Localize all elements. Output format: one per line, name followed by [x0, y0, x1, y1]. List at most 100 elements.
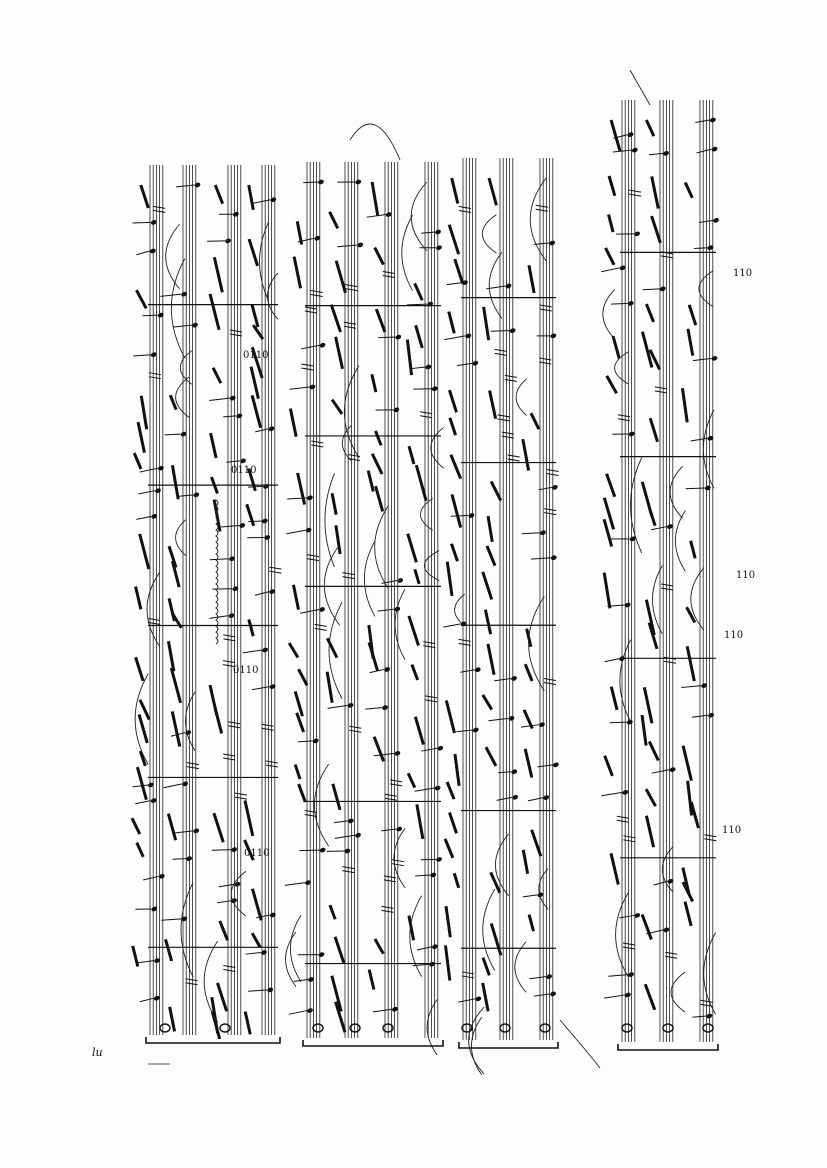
note-head [355, 179, 362, 185]
note-head [622, 789, 629, 795]
accidental-mark [229, 333, 243, 337]
accidental-mark [227, 721, 241, 725]
annotation-mark: 110 [736, 570, 756, 581]
note-stem [248, 520, 262, 523]
note-head [181, 916, 188, 922]
accidental-mark [269, 566, 282, 570]
note-beam [686, 328, 695, 356]
slur [675, 510, 686, 572]
note-beam [602, 572, 612, 609]
accidental-mark [229, 329, 243, 333]
note-head [628, 431, 635, 437]
slur [419, 498, 434, 531]
note-stem [494, 677, 512, 682]
note-beam [644, 815, 656, 848]
note-beam [243, 1011, 252, 1035]
note-stem [497, 771, 512, 774]
note-head [182, 781, 188, 787]
note-beam [251, 324, 265, 340]
slur [179, 350, 193, 385]
accidental-mark [623, 835, 636, 839]
slur [285, 931, 297, 987]
accidental-mark [425, 695, 438, 699]
note-stem [139, 997, 154, 1003]
accidental-mark [343, 321, 356, 325]
note-head [710, 117, 716, 123]
note-stem [372, 1008, 392, 1013]
accidental-mark [153, 205, 166, 209]
note-head [309, 384, 316, 390]
note-stem [226, 460, 241, 463]
accidental-mark [494, 352, 507, 356]
note-beam [216, 982, 229, 1012]
note-stem [443, 623, 461, 628]
note-beam [609, 119, 622, 152]
note-stem [242, 649, 263, 654]
slur [703, 932, 716, 1015]
note-head [552, 762, 559, 768]
note-beam [644, 599, 656, 636]
accidental-mark [345, 288, 358, 292]
note-beam [644, 788, 657, 807]
note-head [509, 328, 516, 334]
note-stem [690, 437, 708, 442]
note-stem [613, 134, 628, 139]
note-head [395, 334, 402, 340]
accidental-mark [539, 357, 552, 361]
note-beam [131, 945, 140, 967]
note-head [385, 212, 392, 217]
note-head [505, 283, 512, 289]
note-head [713, 218, 719, 223]
note-head [234, 881, 241, 887]
slur [669, 465, 683, 519]
note-head [539, 722, 545, 728]
note-head [663, 150, 669, 156]
note-beam [367, 642, 380, 672]
note-stem [415, 874, 431, 877]
note-beam [325, 637, 339, 659]
accidental-mark [535, 208, 548, 212]
accidental-mark [147, 621, 160, 625]
note-head [382, 705, 388, 711]
accidental-mark [507, 454, 520, 458]
note-head [150, 220, 157, 225]
note-stem [456, 362, 473, 367]
note-beam [447, 311, 456, 334]
slur [203, 940, 218, 1022]
accidental-mark [261, 723, 274, 727]
note-beam [452, 872, 461, 889]
note-beam [484, 746, 498, 767]
note-beam [414, 324, 424, 349]
note-beam [642, 687, 654, 724]
accidental-mark [342, 866, 355, 870]
note-beam [685, 645, 696, 682]
note-head [624, 602, 631, 608]
note-head [659, 286, 666, 292]
accidental-mark [234, 796, 248, 800]
accidental-mark [423, 645, 436, 649]
note-beam [164, 938, 174, 962]
note-stem [692, 357, 712, 362]
note-head [157, 312, 164, 318]
trill-line [215, 499, 219, 645]
accidental-mark [265, 764, 278, 768]
note-beam [523, 748, 534, 778]
note-stem [533, 993, 551, 997]
note-beam [132, 452, 143, 470]
note-stem [135, 800, 151, 805]
note-head [436, 857, 442, 862]
note-beam [243, 839, 255, 861]
accidental-mark [660, 583, 674, 587]
accidental-mark [301, 367, 314, 371]
note-head [261, 518, 268, 524]
note-head [150, 798, 157, 803]
note-beam [296, 472, 307, 505]
note-stem [132, 784, 148, 788]
note-head [543, 795, 550, 800]
note-head [262, 647, 268, 653]
whole-note [312, 1023, 324, 1033]
slur [602, 288, 616, 340]
note-head [437, 745, 444, 751]
slur [394, 588, 406, 660]
note-head [194, 182, 201, 188]
